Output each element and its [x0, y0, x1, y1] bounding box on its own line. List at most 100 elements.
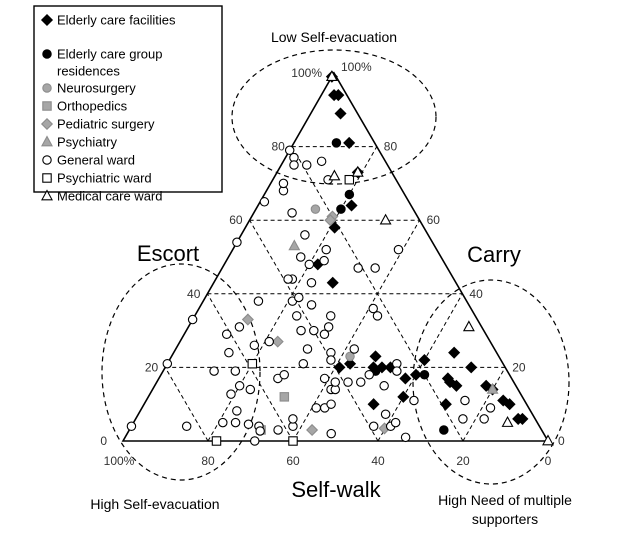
point-s6-84 — [302, 344, 313, 354]
point-s6-43 — [319, 255, 329, 266]
point-s6-56 — [460, 395, 470, 406]
point-s6-1 — [162, 358, 173, 369]
point-s6-81 — [295, 252, 306, 262]
point-s6-54 — [392, 366, 402, 376]
point-s6-82 — [234, 381, 245, 391]
point-s6-3 — [232, 237, 242, 248]
point-s6-85 — [326, 355, 336, 365]
point-s6-13 — [278, 178, 289, 189]
point-s6-7 — [289, 160, 299, 170]
point-s1-4 — [344, 189, 355, 200]
tick-escort-0: 0 — [100, 434, 107, 448]
point-s6-20 — [218, 417, 228, 428]
tick-carry-100: 100% — [341, 60, 372, 74]
point-s6-63 — [321, 244, 331, 255]
point-s6-9 — [209, 366, 219, 376]
point-s6-26 — [264, 336, 274, 347]
point-s0-23 — [326, 276, 339, 289]
tick-walk-40: 40 — [371, 454, 385, 468]
point-s1-5 — [331, 138, 342, 148]
point-s6-30 — [319, 373, 330, 384]
tick-escort-40: 40 — [187, 287, 201, 301]
point-s6-36 — [306, 300, 317, 310]
point-s8-4 — [351, 165, 364, 177]
point-s0-25 — [328, 221, 341, 234]
point-s1-3 — [336, 204, 346, 214]
ellipse-high-need-multiple-supporters — [412, 279, 570, 485]
point-s6-71 — [326, 428, 336, 439]
point-s6-11 — [253, 296, 264, 306]
point-s6-83 — [224, 347, 234, 358]
point-s6-41 — [300, 230, 310, 240]
point-s6-21 — [230, 417, 241, 428]
tick-escort-100: 100% — [291, 66, 322, 80]
point-s0-7 — [512, 412, 525, 425]
legend-marker-3 — [42, 101, 52, 111]
point-s6-44 — [234, 322, 245, 332]
point-s0-21 — [450, 379, 463, 392]
point-s6-10 — [221, 329, 232, 340]
ellipse-low-self-evacuation — [231, 49, 437, 185]
triangle-frame — [121, 71, 550, 442]
point-s0-29 — [334, 107, 347, 120]
region-label-top: Low Self-evacuation — [271, 29, 397, 45]
point-s2-1 — [310, 204, 321, 214]
point-s0-28 — [343, 136, 356, 149]
point-s2-0 — [345, 351, 355, 362]
tick-walk-20: 20 — [456, 454, 470, 468]
point-s6-72 — [485, 403, 496, 413]
region-label-bottom-right-1: High Need of multiple — [438, 492, 572, 508]
tick-walk-60: 60 — [286, 454, 300, 468]
point-s5-0 — [486, 382, 499, 394]
point-s8-0 — [542, 434, 554, 446]
point-s6-6 — [284, 145, 295, 156]
point-s6-38 — [325, 311, 336, 321]
point-s6-17 — [243, 419, 254, 430]
point-s6-58 — [409, 395, 419, 406]
triangle-outline — [121, 71, 550, 442]
grid-line-walk-80 — [164, 367, 209, 442]
point-s7-3 — [288, 436, 298, 446]
point-s8-3 — [379, 213, 392, 225]
point-s6-73 — [479, 414, 489, 424]
point-s6-40 — [304, 259, 315, 270]
tick-carry-60: 60 — [427, 213, 441, 227]
tick-escort-80: 80 — [271, 140, 285, 154]
point-s6-59 — [400, 432, 411, 443]
tick-carry-20: 20 — [512, 360, 526, 374]
point-s6-25 — [279, 370, 289, 380]
legend-label-3: Orthopedics — [57, 99, 128, 114]
point-s6-47 — [273, 425, 283, 435]
point-s6-45 — [230, 366, 241, 376]
point-s0-17 — [397, 390, 410, 403]
axis-title-walk: Self-walk — [291, 477, 381, 502]
point-s6-70 — [326, 399, 336, 409]
point-s6-61 — [393, 244, 404, 255]
tick-escort-20: 20 — [145, 360, 159, 374]
point-s6-87 — [250, 436, 260, 446]
point-s6-46 — [245, 384, 256, 395]
point-s1-2 — [439, 425, 449, 435]
legend-marker-7 — [42, 173, 52, 183]
point-s6-80 — [349, 344, 359, 354]
region-label-bottom-left: High Self-evacuation — [90, 496, 219, 512]
point-s6-48 — [288, 414, 298, 424]
region-ellipses — [101, 49, 570, 485]
point-s0-22 — [441, 372, 454, 385]
legend-marker-0 — [40, 13, 54, 27]
legend-marker-6 — [42, 155, 52, 165]
point-s0-16 — [409, 368, 423, 381]
legend-label-7: Psychiatric ward — [57, 171, 152, 186]
point-s0-9 — [399, 372, 412, 385]
tick-carry-0: 0 — [558, 434, 565, 448]
point-s6-68 — [283, 274, 293, 284]
tick-carry-40: 40 — [469, 287, 483, 301]
point-s6-66 — [298, 358, 309, 369]
point-s6-0 — [126, 421, 137, 432]
legend-box — [33, 5, 223, 193]
point-s6-77 — [368, 421, 379, 432]
point-s6-15 — [301, 160, 312, 170]
